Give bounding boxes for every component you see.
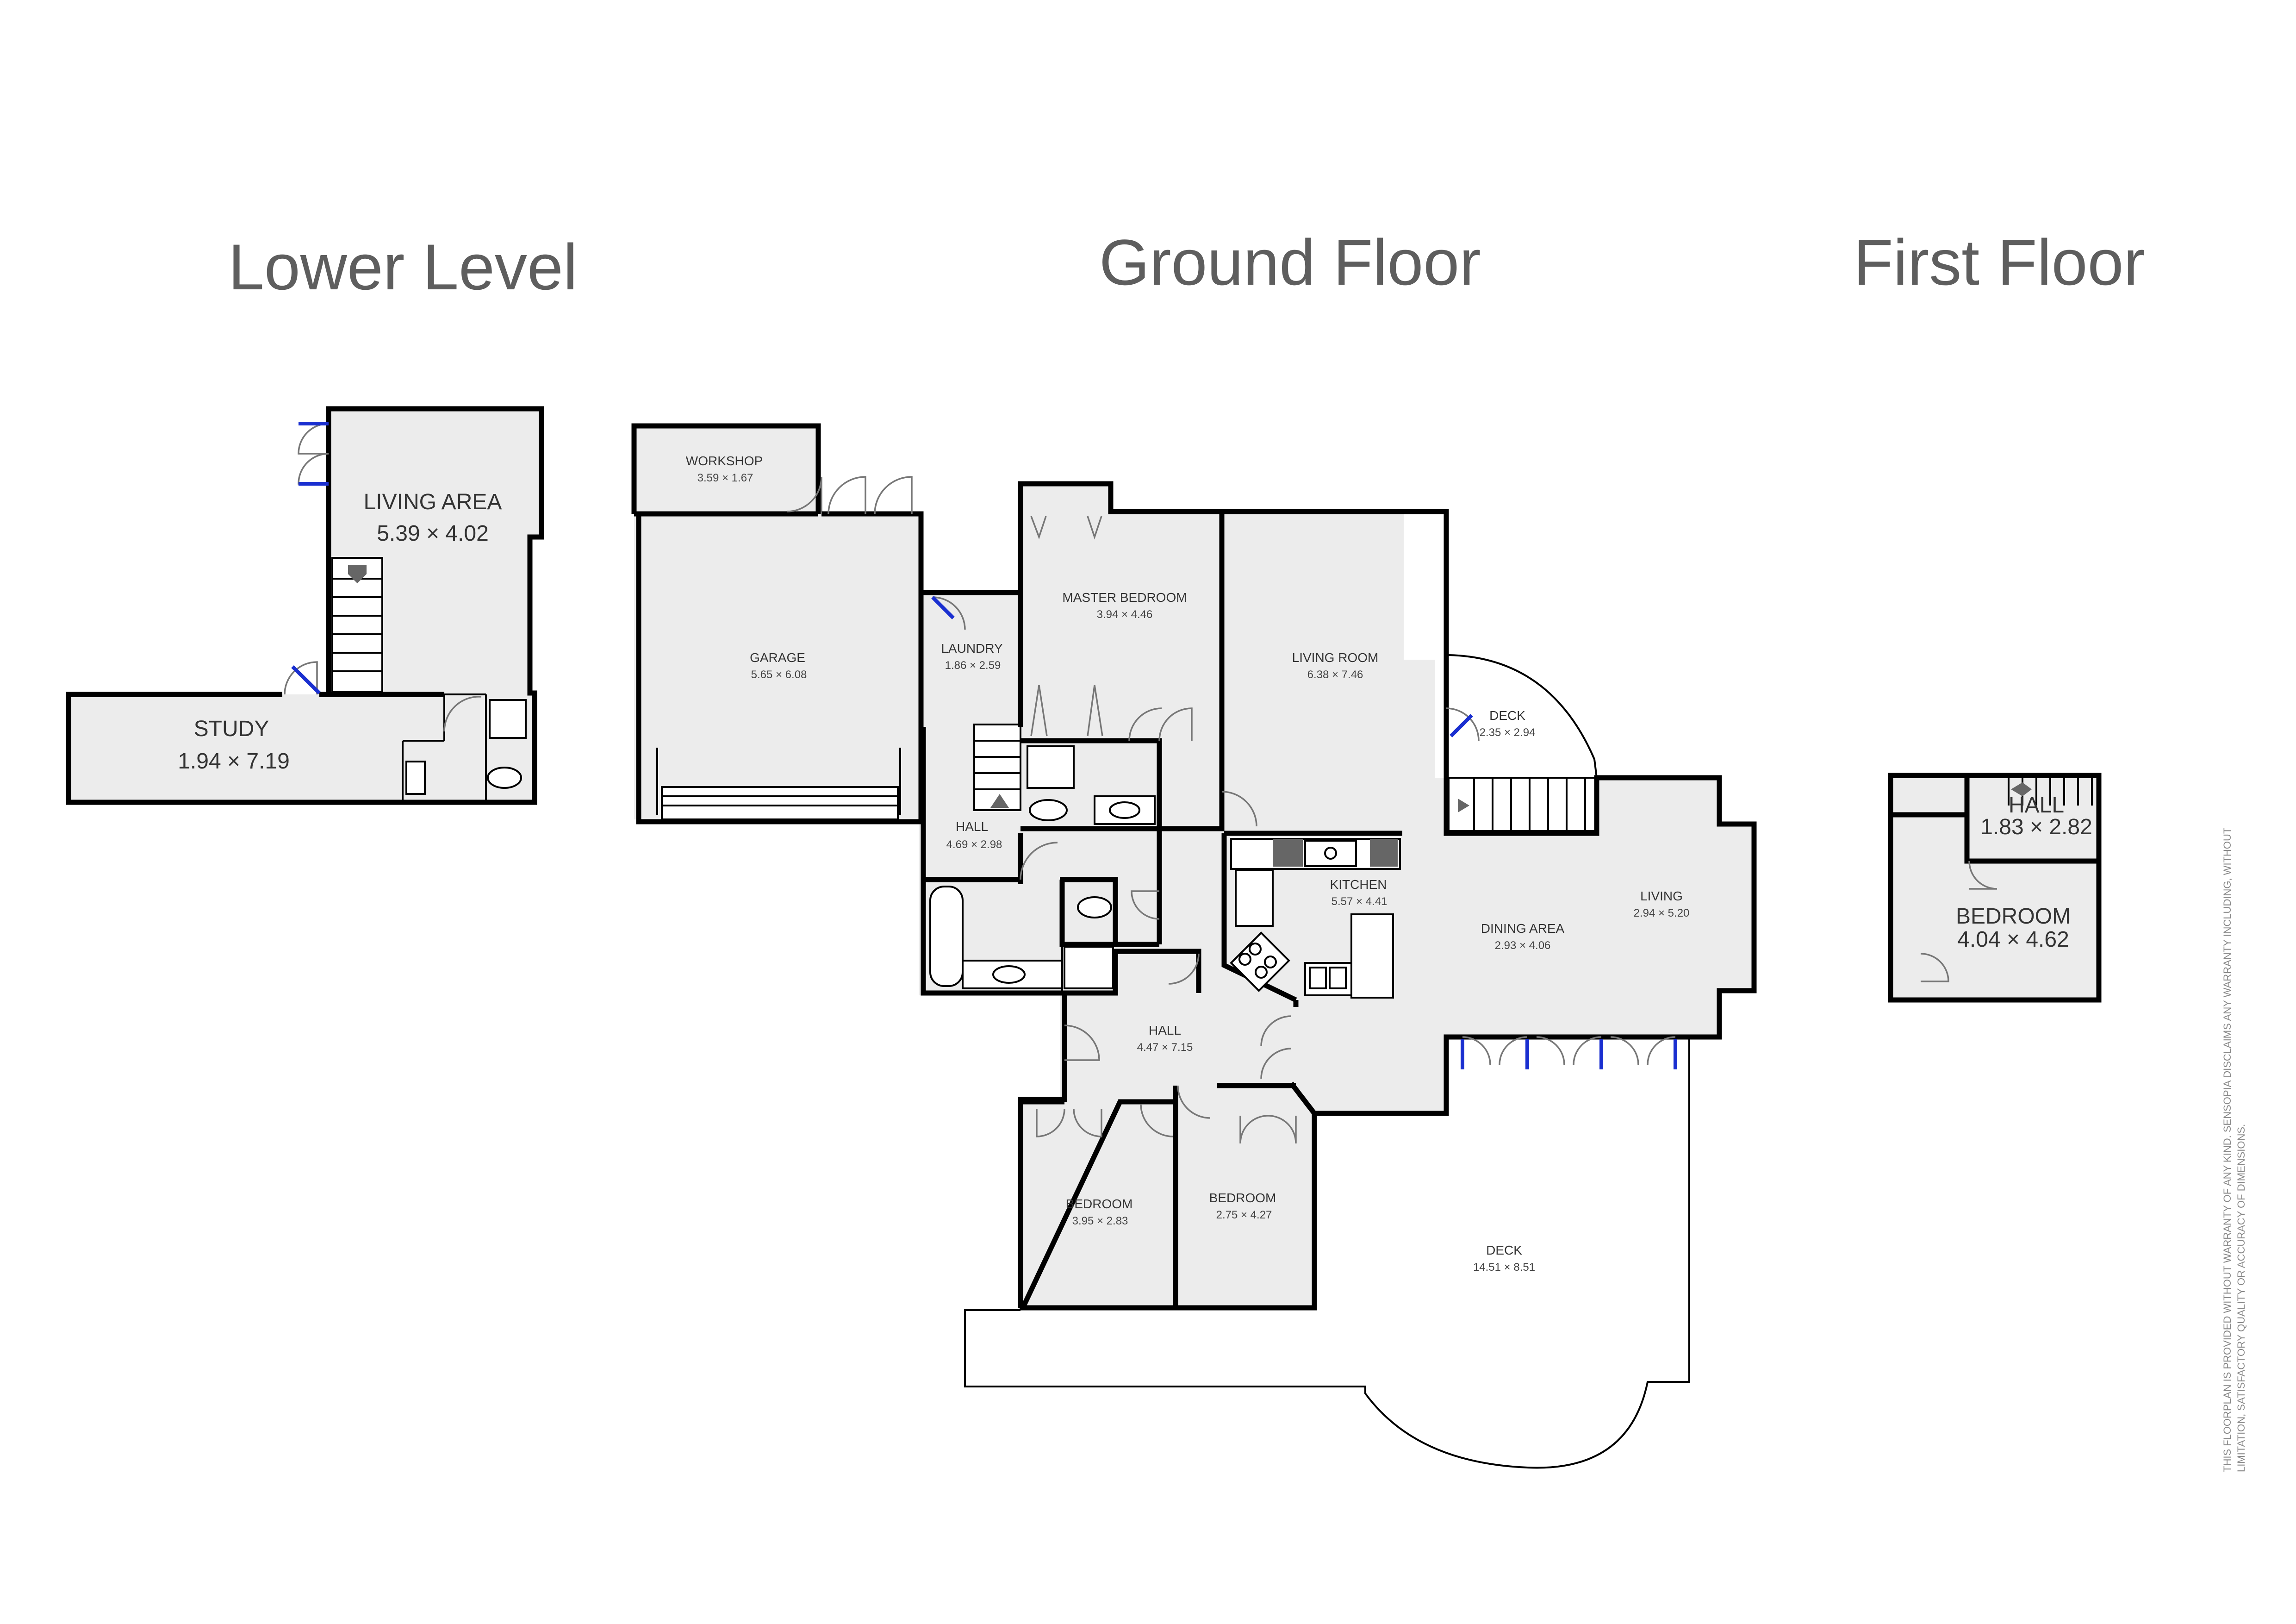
first-bedroom-label: BEDROOM: [1956, 904, 2071, 929]
study-label: STUDY: [194, 717, 269, 741]
hall-west-label: HALL: [956, 819, 988, 834]
first-hall-dims: 1.83 × 2.82: [1980, 815, 2092, 839]
laundry-label: LAUNDRY: [941, 641, 1003, 656]
living-label: LIVING: [1640, 889, 1683, 903]
living-area-dims: 5.39 × 4.02: [377, 521, 489, 546]
deck-large-dims: 14.51 × 8.51: [1473, 1261, 1535, 1274]
disclaimer-line-1: THIS FLOORPLAN IS PROVIDED WITHOUT WARRA…: [2221, 828, 2233, 1472]
living-room-dims: 6.38 × 7.46: [1307, 668, 1363, 681]
hall-central-label: HALL: [1149, 1023, 1181, 1037]
bedroom-1-dims: 3.95 × 2.83: [1072, 1215, 1128, 1227]
deck-small-label: DECK: [1489, 708, 1525, 723]
workshop-label: WORKSHOP: [686, 454, 763, 468]
hall-central-dims: 4.47 × 7.15: [1137, 1041, 1193, 1054]
lower-stair: [331, 557, 383, 693]
ground-floor-title: Ground Floor: [1099, 226, 1481, 299]
bedroom-2-dims: 2.75 × 4.27: [1216, 1209, 1272, 1221]
dining-area-dims: 2.93 × 4.06: [1495, 939, 1551, 952]
garage-label: GARAGE: [750, 650, 805, 665]
kitchen-label: KITCHEN: [1330, 877, 1387, 892]
deck-large-label: DECK: [1486, 1243, 1522, 1257]
kitchen-fixtures: [1230, 838, 1401, 999]
master-bedroom-label: MASTER BEDROOM: [1062, 590, 1187, 605]
ground-stair-east: [1448, 777, 1598, 832]
living-room-label: LIVING ROOM: [1292, 650, 1379, 665]
first-floor-plan: HALL 1.83 × 2.82 BEDROOM 4.04 × 4.62: [1888, 773, 2102, 1003]
workshop-dims: 3.59 × 1.67: [697, 472, 753, 484]
lower-level-plan: LIVING AREA 5.39 × 4.02 STUDY 1.94 × 7.1…: [66, 406, 544, 805]
ground-stair-west: [973, 724, 1021, 811]
deck-sliding-doors: [1461, 1036, 1677, 1069]
deck-small-dims: 2.35 × 2.94: [1480, 726, 1536, 739]
disclaimer-line-2: LIMITATION, SATISFACTORY QUALITY OR ACCU…: [2235, 1124, 2247, 1472]
bedroom-1-label: BEDROOM: [1066, 1197, 1133, 1211]
living-area-label: LIVING AREA: [364, 490, 502, 514]
first-floor-title: First Floor: [1854, 226, 2145, 299]
kitchen-dims: 5.57 × 4.41: [1332, 895, 1388, 908]
first-stair: [2008, 778, 2093, 806]
living-dims: 2.94 × 5.20: [1634, 907, 1690, 919]
ground-floor-plan: WORKSHOP 3.59 × 1.67 GARAGE 5.65 × 6.08: [631, 423, 1757, 1469]
disclaimer: THIS FLOORPLAN IS PROVIDED WITHOUT WARRA…: [2221, 828, 2247, 1472]
study-dims: 1.94 × 7.19: [178, 749, 290, 774]
dining-area-label: DINING AREA: [1481, 921, 1565, 936]
bedroom-2-label: BEDROOM: [1209, 1191, 1276, 1205]
hall-west-dims: 4.69 × 2.98: [946, 838, 1002, 851]
first-bedroom-dims: 4.04 × 4.62: [1957, 927, 2069, 952]
garage-dims: 5.65 × 6.08: [751, 668, 807, 681]
laundry-dims: 1.86 × 2.59: [945, 659, 1001, 672]
master-bedroom-dims: 3.94 × 4.46: [1097, 608, 1153, 621]
first-hall-label: HALL: [2009, 793, 2064, 818]
lower-level-title: Lower Level: [228, 231, 578, 303]
